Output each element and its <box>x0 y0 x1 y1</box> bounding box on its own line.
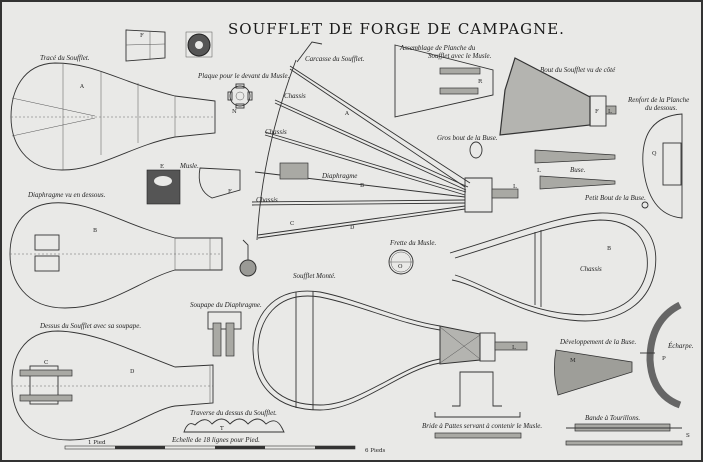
label-assemblage-2: Soufflet avec le Musle. <box>428 52 492 60</box>
svg-text:D: D <box>350 225 355 231</box>
svg-text:C: C <box>290 221 294 227</box>
label-chassis-3: Chassis <box>256 196 278 204</box>
diaphragme-dessous: B <box>9 202 223 309</box>
label-petit-bout: Petit Bout de la Buse. <box>584 194 646 202</box>
part-F-plank: F <box>125 29 166 62</box>
label-plaque: Plaque pour le devant du Musle. <box>197 72 290 80</box>
svg-text:D: D <box>130 369 135 375</box>
label-buse: Buse. <box>570 166 586 174</box>
svg-text:A: A <box>344 111 350 117</box>
svg-text:P: P <box>662 356 666 362</box>
svg-text:B: B <box>93 228 97 234</box>
chassis-frame: B <box>449 212 657 322</box>
scale-6-pieds: 6 Pieds <box>365 448 385 454</box>
svg-text:R: R <box>478 79 483 85</box>
bride-support <box>452 371 502 407</box>
label-chassis-2: Chassis <box>265 128 287 136</box>
svg-text:M: M <box>570 358 576 364</box>
label-echarpe: Écharpe. <box>667 342 694 350</box>
svg-text:L: L <box>608 109 612 115</box>
renfort-planche: Q <box>642 113 683 219</box>
soufflet-monte: L <box>252 290 528 411</box>
bande-tourillons: S <box>565 423 690 446</box>
label-carcasse: Carcasse du Soufflet. <box>305 55 365 63</box>
label-chassis-1: Chassis <box>284 92 306 100</box>
frette-musle: O <box>388 249 414 275</box>
svg-text:F: F <box>140 33 144 39</box>
svg-text:Q: Q <box>652 151 657 157</box>
svg-text:B: B <box>360 183 364 189</box>
label-diaphragme: Diaphragme <box>321 172 357 180</box>
label-gros-bout: Gros bout de la Buse. <box>437 134 498 142</box>
svg-text:N: N <box>232 109 237 115</box>
svg-text:A: A <box>79 84 85 90</box>
label-chassis-right: Chassis <box>580 265 602 273</box>
label-musle: Musle. <box>179 162 199 170</box>
label-assemblage-1: Assemblage de Planche du <box>399 44 476 52</box>
label-dessus: Dessus du Soufflet avec sa soupape. <box>39 322 141 330</box>
label-monte: Soufflet Monté. <box>293 272 336 280</box>
label-frette: Frette du Musle. <box>389 239 436 247</box>
label-echelle: Echelle de 18 lignes pour Pied. <box>171 436 260 444</box>
plate-title: SOUFFLET DE FORGE DE CAMPAGNE. <box>228 20 565 38</box>
part-H-ring <box>185 31 213 58</box>
label-bande: Bande à Tourillons. <box>585 414 640 422</box>
buse: L <box>534 149 616 190</box>
svg-text:F: F <box>595 109 599 115</box>
dessus-soufflet: CD <box>11 330 214 441</box>
traverse-dessus: T <box>183 418 285 433</box>
svg-text:S: S <box>686 433 690 439</box>
svg-text:C: C <box>44 360 48 366</box>
bride-pattes <box>434 412 522 439</box>
svg-text:L: L <box>513 184 517 190</box>
assemblage-planche: R <box>394 44 494 118</box>
svg-text:L: L <box>537 168 541 174</box>
svg-text:E: E <box>160 164 164 170</box>
svg-text:F: F <box>228 189 232 195</box>
label-traverse: Traverse du dessus du Soufflet. <box>190 409 277 417</box>
scale-1-pied: 1 Pied <box>88 440 106 446</box>
petit-bout-buse <box>641 201 649 209</box>
gros-bout-buse <box>469 141 483 159</box>
carcasse-soufflet: A B C D L Chassis Chassis Chassis Diaphragme <box>239 41 519 277</box>
label-bout-cote: Bout du Soufflet vu de côté <box>540 66 616 74</box>
label-renfort-2: du dessous. <box>645 104 678 112</box>
svg-text:L: L <box>512 345 516 351</box>
label-trace: Tracé du Soufflet. <box>40 54 90 62</box>
svg-text:B: B <box>607 246 611 252</box>
plaque-musle: N <box>227 83 253 115</box>
developpement-buse: M <box>554 349 633 396</box>
label-soupape: Soupape du Diaphragme. <box>190 301 262 309</box>
svg-text:T: T <box>220 426 224 432</box>
soupape-diaphragme <box>207 311 242 357</box>
echarpe: P <box>640 301 682 409</box>
label-bride: Bride à Pattes servant à contenir le Mus… <box>422 422 542 430</box>
svg-text:O: O <box>398 264 403 270</box>
label-renfort-1: Renfort de la Planche <box>627 96 689 104</box>
label-diaphragme-dessous: Diaphragme vu en dessous. <box>27 191 106 199</box>
trace-soufflet: A <box>10 62 216 171</box>
scale-bar: 1 Pied 6 Pieds <box>64 440 385 454</box>
musle-parts: E F <box>146 164 241 205</box>
label-developpement: Développement de la Buse. <box>559 338 636 346</box>
